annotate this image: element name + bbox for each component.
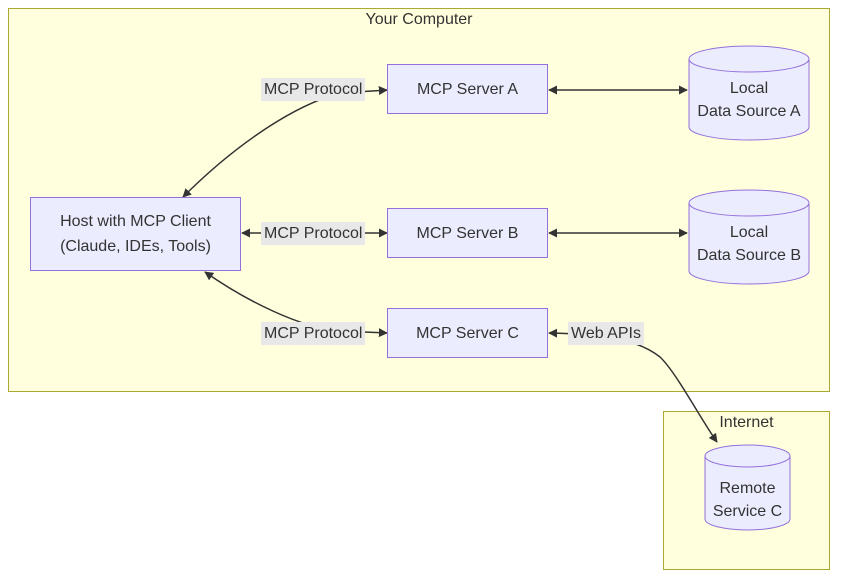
server-c-node: MCP Server C bbox=[387, 308, 548, 358]
edge-label-mcp-protocol-c: MCP Protocol bbox=[261, 322, 366, 345]
your-computer-label: Your Computer bbox=[365, 11, 473, 28]
server-b-label: MCP Server B bbox=[416, 224, 519, 242]
edge-label-web-apis: Web APIs bbox=[568, 322, 644, 345]
data-source-b-label-line2: Data Source B bbox=[696, 247, 802, 264]
data-source-a-label-line2: Data Source A bbox=[697, 103, 801, 120]
server-c-label: MCP Server C bbox=[416, 324, 519, 342]
edge-label-mcp-protocol-a: MCP Protocol bbox=[261, 78, 366, 101]
server-a-node: MCP Server A bbox=[387, 64, 548, 114]
server-b-node: MCP Server B bbox=[387, 208, 548, 258]
host-node: Host with MCP Client (Claude, IDEs, Tool… bbox=[30, 197, 241, 271]
data-source-a-label-line1: Local bbox=[729, 80, 769, 97]
remote-service-c-label-line1: Remote bbox=[719, 480, 776, 497]
data-source-b-label: Local Data Source B bbox=[689, 221, 809, 267]
remote-service-c-label-line2: Service C bbox=[712, 503, 783, 520]
host-label-line2: (Claude, IDEs, Tools) bbox=[60, 238, 211, 255]
server-a-label: MCP Server A bbox=[416, 80, 519, 98]
host-label-line1: Host with MCP Client bbox=[60, 213, 211, 230]
edge-label-mcp-protocol-b: MCP Protocol bbox=[261, 222, 366, 245]
data-source-b-label-line1: Local bbox=[729, 224, 769, 241]
remote-service-c-label: Remote Service C bbox=[705, 477, 790, 523]
internet-label: Internet bbox=[719, 414, 774, 431]
data-source-a-label: Local Data Source A bbox=[689, 77, 809, 123]
